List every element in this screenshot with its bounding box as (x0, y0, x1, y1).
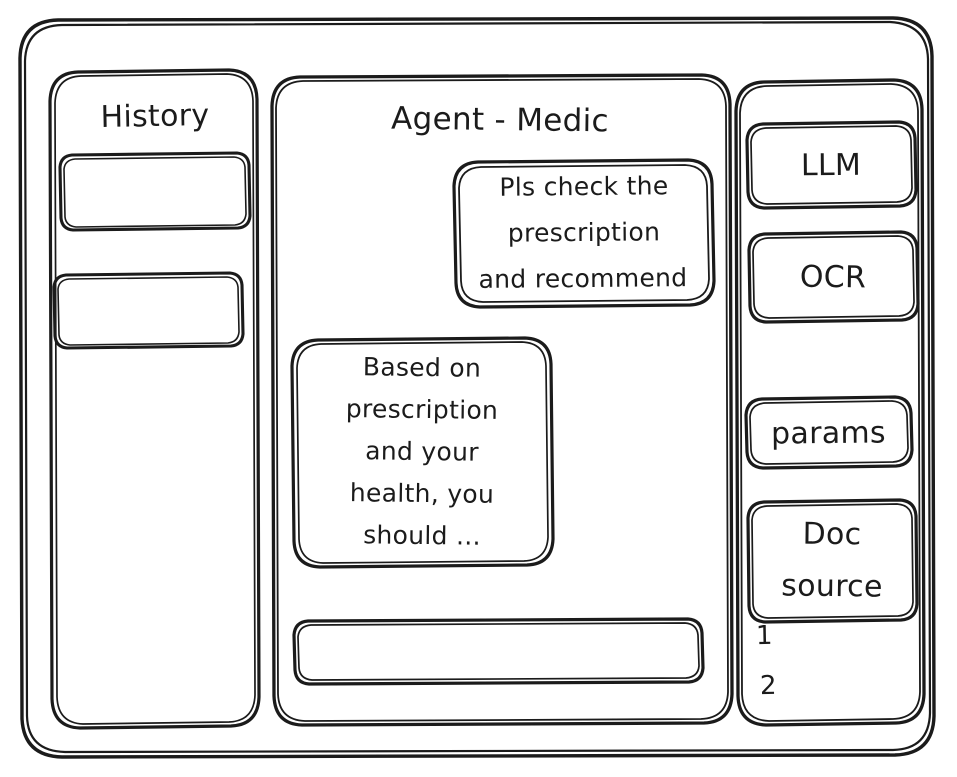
history-item[interactable] (61, 155, 250, 230)
assistant-message-line: Based on (362, 352, 482, 383)
assistant-message-line: and your (365, 436, 479, 467)
history-item[interactable] (55, 275, 243, 348)
composer-input[interactable] (296, 622, 700, 681)
user-message-line: Pls check the (499, 171, 669, 202)
tool-button-params[interactable]: params (770, 415, 887, 452)
doc-source-label-line[interactable]: source (781, 568, 883, 605)
assistant-message-line: prescription (345, 394, 499, 426)
assistant-message-line: health, you (349, 478, 495, 510)
user-message-line: and recommend (478, 263, 688, 295)
doc-source-item[interactable]: 1 (755, 620, 774, 651)
user-message-line: prescription (507, 217, 661, 248)
agent-panel-title: Agent - Medic (390, 100, 610, 140)
doc-source-label-line[interactable]: Doc (802, 516, 862, 553)
tool-button-llm[interactable]: LLM (800, 148, 862, 184)
doc-source-item[interactable]: 2 (759, 670, 778, 701)
tool-button-ocr[interactable]: OCR (799, 259, 867, 296)
assistant-message-line: should ... (363, 520, 481, 551)
history-panel-title: History (100, 98, 210, 136)
